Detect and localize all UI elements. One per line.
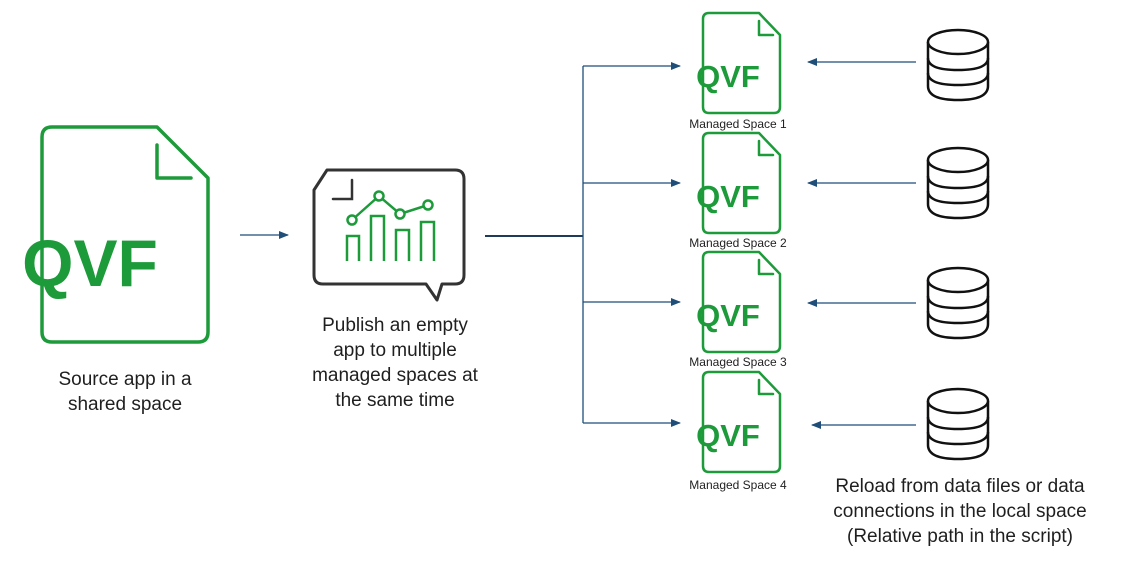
managed-space-1-label: Managed Space 1 [689,117,787,131]
branch-connector [485,66,584,423]
publish-caption-line-2: app to multiple [333,340,457,361]
managed-space-2-file-icon: QVF [696,131,782,235]
source-caption-line-2: shared space [67,394,183,415]
managed-space-2-label: Managed Space 2 [689,236,787,250]
source-caption-line-1: Source app in a [58,369,192,390]
database-icon-3 [926,266,990,340]
reload-caption-line-2: connections in the local space [833,501,1087,522]
managed-space-3-file-icon: QVF [696,250,782,354]
managed-space-1-qvf-label: QVF [696,59,760,94]
reload-caption-line-1: Reload from data files or data [835,476,1085,497]
publish-caption-line-3: managed spaces at [312,365,478,386]
publish-caption-line-4: the same time [335,390,455,411]
source-qvf-label: QVF [22,226,158,300]
managed-space-4-label: Managed Space 4 [689,478,787,492]
database-icon-1 [926,28,990,102]
source-caption: Source app in a shared space [10,367,240,417]
managed-space-3-label: Managed Space 3 [689,355,787,369]
managed-space-3-qvf-label: QVF [696,298,760,333]
chart-bubble-icon [312,168,466,302]
reload-caption-line-3: (Relative path in the script) [847,526,1073,547]
database-icon-2 [926,146,990,220]
managed-space-2-qvf-label: QVF [696,179,760,214]
database-icon-4 [926,387,990,461]
managed-space-4-file-icon: QVF [696,370,782,474]
managed-space-4-qvf-label: QVF [696,418,760,453]
publish-caption: Publish an empty app to multiple managed… [290,313,500,413]
publish-caption-line-1: Publish an empty [322,315,468,336]
reload-caption: Reload from data files or data connectio… [805,474,1115,549]
source-file-icon: QVF [22,125,210,344]
managed-space-1-file-icon: QVF [696,11,782,115]
